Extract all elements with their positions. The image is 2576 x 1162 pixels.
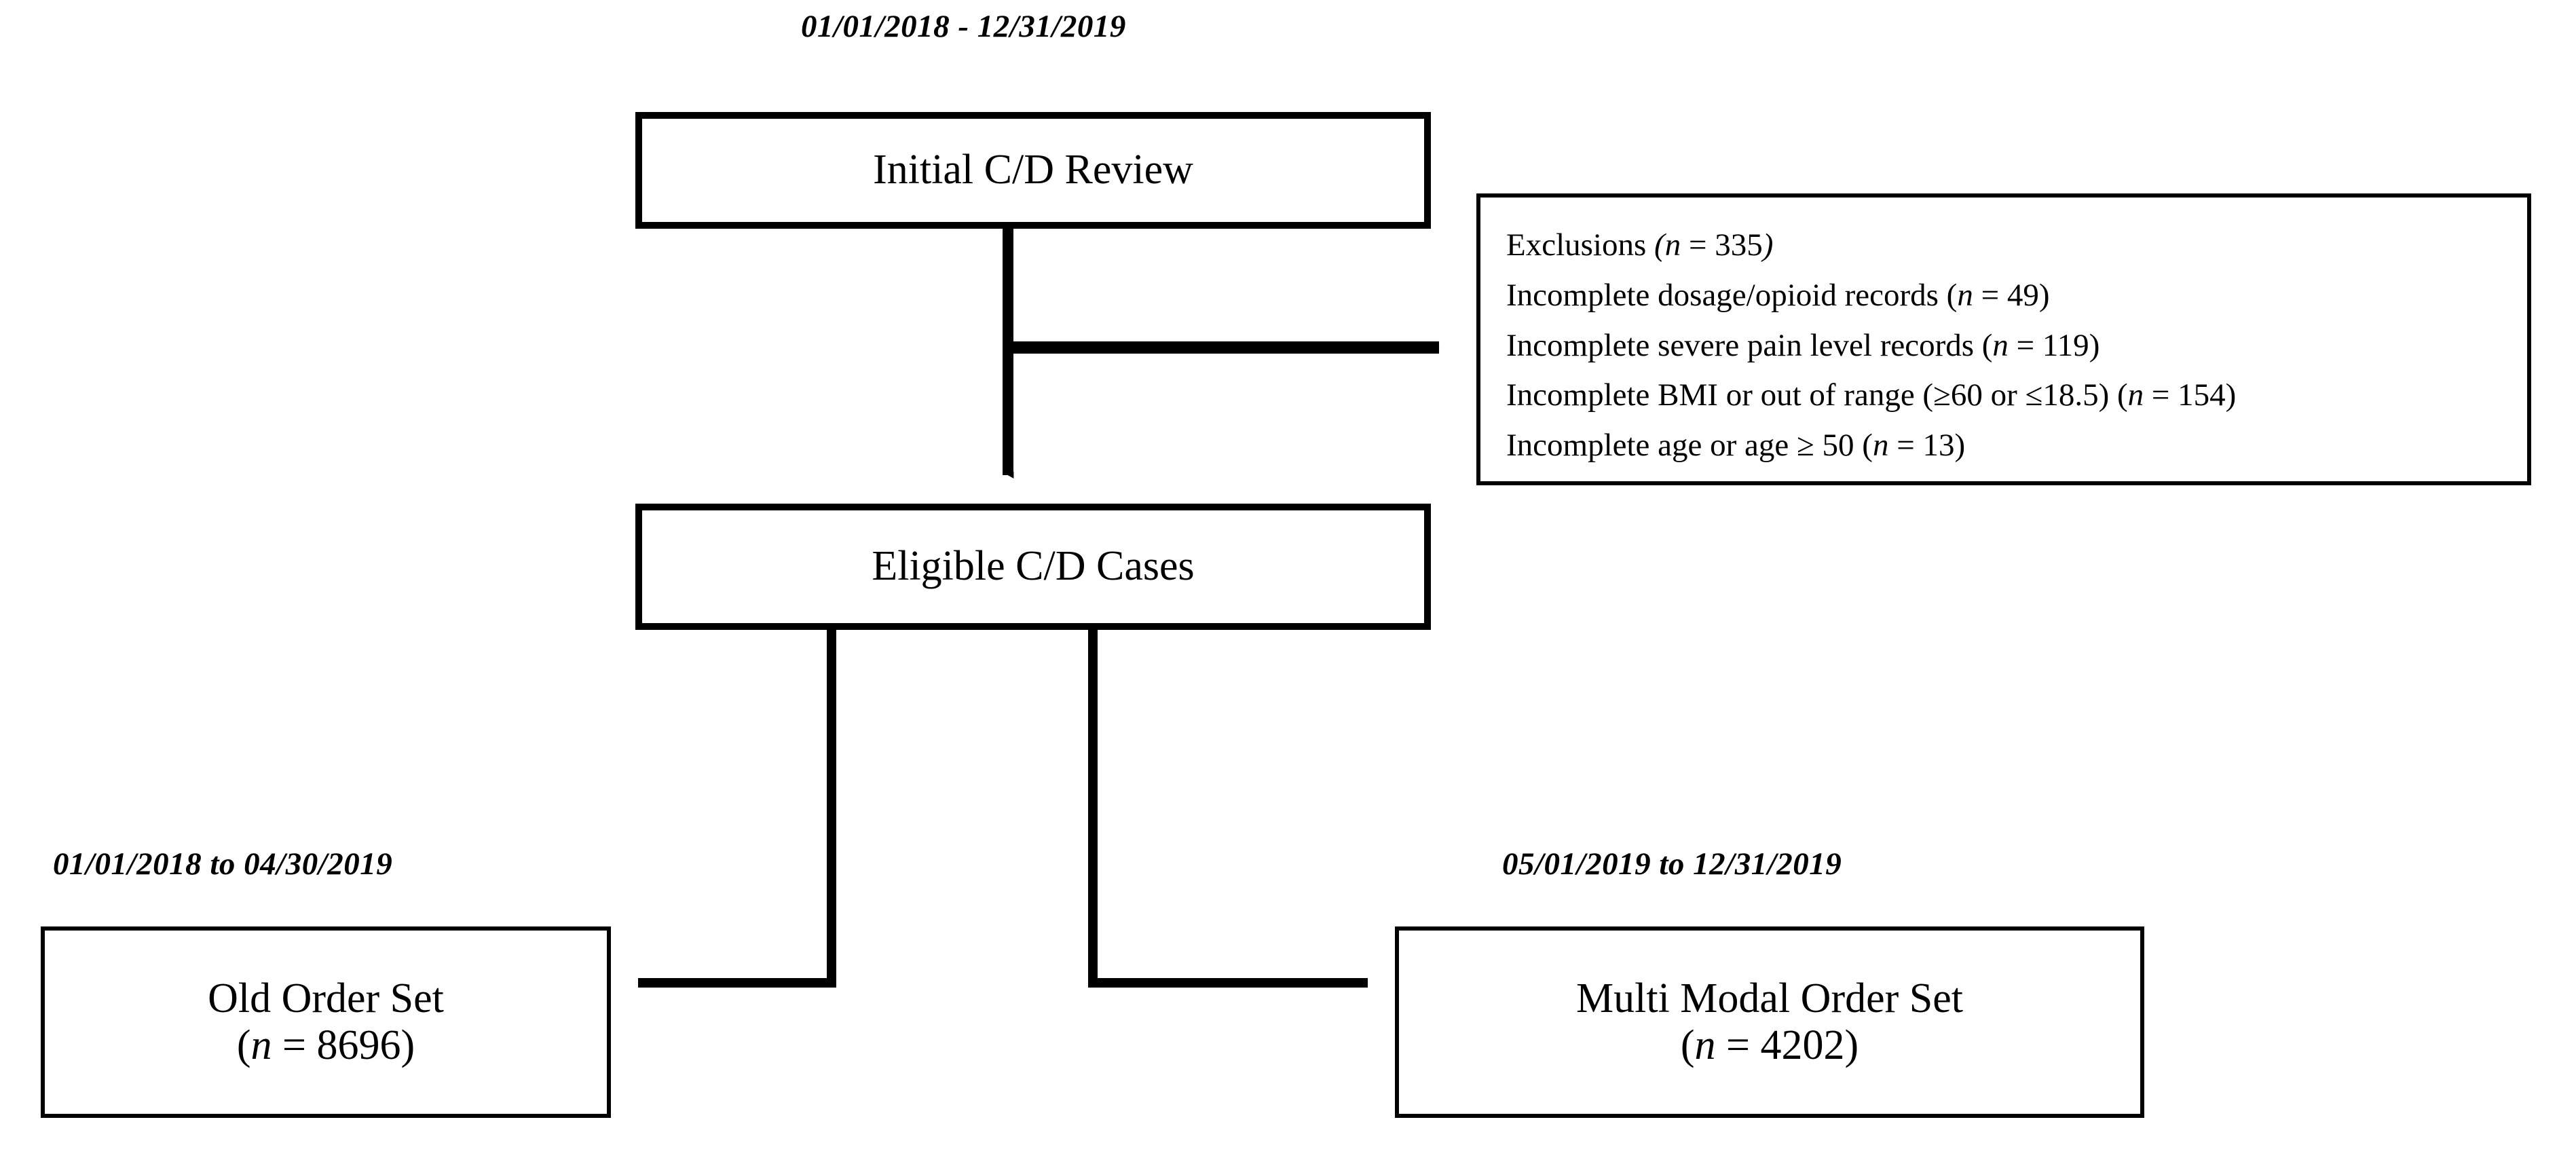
exclusion-item-equals: = xyxy=(1973,277,2007,313)
count-equals: = xyxy=(1715,1022,1761,1068)
count-close-paren: ) xyxy=(1844,1022,1859,1068)
exclusion-item-n-symbol: n xyxy=(1872,428,1889,464)
exclusion-item-text: Incomplete age or age ≥ 50 ( xyxy=(1506,428,1873,464)
node-initial-review: Initial C/D Review xyxy=(635,112,1431,229)
study-period-label-top: 01/01/2018 - 12/31/2019 xyxy=(801,9,1126,44)
node-initial-review-label: Initial C/D Review xyxy=(873,147,1193,193)
exclusion-item-close-paren: ) xyxy=(2225,377,2237,413)
node-old-order-set-label: Old Order Set xyxy=(208,975,444,1022)
exclusion-item-close-paren: ) xyxy=(1954,428,1966,464)
node-multi-modal-order-set-label: Multi Modal Order Set xyxy=(1576,975,1963,1022)
node-multi-modal-order-set: Multi Modal Order Set (n = 4202) xyxy=(1395,926,2144,1118)
exclusion-item-value: 49 xyxy=(2006,277,2039,313)
count-value: 8696 xyxy=(316,1022,401,1068)
exclusion-item-close-paren: ) xyxy=(2038,277,2050,313)
study-period-label-multi-modal-order-set: 05/01/2019 to 12/31/2019 xyxy=(1502,846,1842,882)
study-period-label-old-order-set: 01/01/2018 to 04/30/2019 xyxy=(53,846,393,882)
node-eligible-cases: Eligible C/D Cases xyxy=(635,504,1431,630)
node-eligible-cases-label: Eligible C/D Cases xyxy=(872,543,1195,590)
exclusion-item-equals: = xyxy=(1888,428,1923,464)
exclusion-item: Incomplete BMI or out of range (≥60 or ≤… xyxy=(1506,371,2520,421)
exclusions-heading-open-paren: ( xyxy=(1654,227,1665,263)
exclusion-item: Incomplete dosage/opioid records (n = 49… xyxy=(1506,271,2520,321)
node-exclusions-panel: Exclusions (n = 335) Incomplete dosage/o… xyxy=(1476,193,2531,485)
exclusions-heading: Exclusions (n = 335) xyxy=(1506,221,2520,271)
count-n-symbol: n xyxy=(1694,1022,1716,1068)
exclusion-item-text: Incomplete dosage/opioid records ( xyxy=(1506,277,1958,313)
exclusion-item-text: Incomplete BMI or out of range (≥60 or ≤… xyxy=(1506,377,2128,413)
exclusion-item-n-symbol: n xyxy=(1992,327,2009,363)
node-multi-modal-order-set-count: (n = 4202) xyxy=(1681,1022,1859,1069)
count-value: 4202 xyxy=(1760,1022,1845,1068)
exclusion-item-text: Incomplete severe pain level records ( xyxy=(1506,327,1993,363)
exclusion-item-close-paren: ) xyxy=(2089,327,2100,363)
exclusion-item: Incomplete age or age ≥ 50 (n = 13) xyxy=(1506,421,2520,471)
exclusions-heading-value: 335 xyxy=(1715,227,1763,263)
node-old-order-set: Old Order Set (n = 8696) xyxy=(41,926,611,1118)
exclusion-item-value: 13 xyxy=(1922,428,1955,464)
count-open-paren: ( xyxy=(236,1022,251,1068)
count-n-symbol: n xyxy=(250,1022,272,1068)
exclusion-item-n-symbol: n xyxy=(1957,277,1973,313)
exclusion-item: Incomplete severe pain level records (n … xyxy=(1506,321,2520,371)
exclusion-item-n-symbol: n xyxy=(2127,377,2144,413)
exclusion-item-equals: = xyxy=(2144,377,2178,413)
connector-eligible-to-old-order-set xyxy=(637,630,836,988)
exclusions-heading-text: Exclusions xyxy=(1506,227,1655,263)
connector-eligible-to-multi-modal-order-set xyxy=(1088,630,1368,988)
exclusion-item-value: 154 xyxy=(2178,377,2226,413)
exclusions-heading-equals: = xyxy=(1681,227,1715,263)
count-close-paren: ) xyxy=(400,1022,415,1068)
node-old-order-set-count: (n = 8696) xyxy=(237,1022,415,1069)
exclusions-heading-n-symbol: n xyxy=(1664,227,1681,263)
count-equals: = xyxy=(272,1022,317,1068)
count-open-paren: ( xyxy=(1680,1022,1695,1068)
exclusion-item-value: 119 xyxy=(2042,327,2089,363)
exclusion-item-equals: = xyxy=(2008,327,2042,363)
exclusions-heading-close-paren: ) xyxy=(1762,227,1774,263)
